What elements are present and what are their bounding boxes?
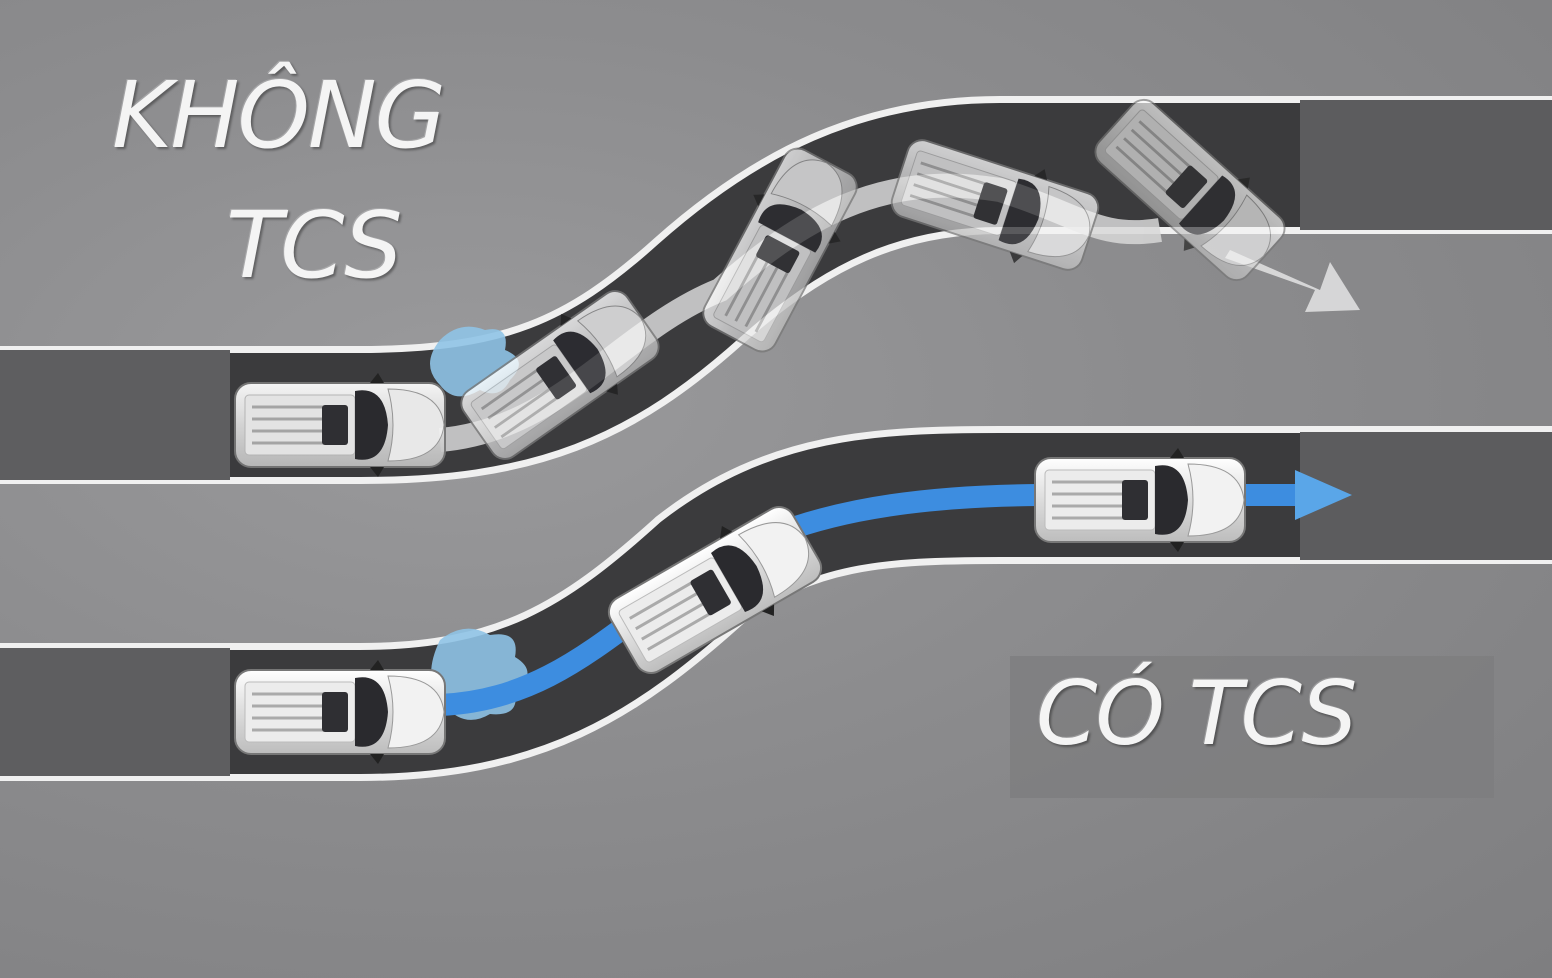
- label-without-tcs-line1: KHÔNG: [112, 62, 446, 169]
- label-backdrop: [1010, 656, 1494, 798]
- label-without-tcs-line2: TCS: [226, 192, 403, 299]
- label-with-tcs: CÓ TCS: [1036, 662, 1357, 765]
